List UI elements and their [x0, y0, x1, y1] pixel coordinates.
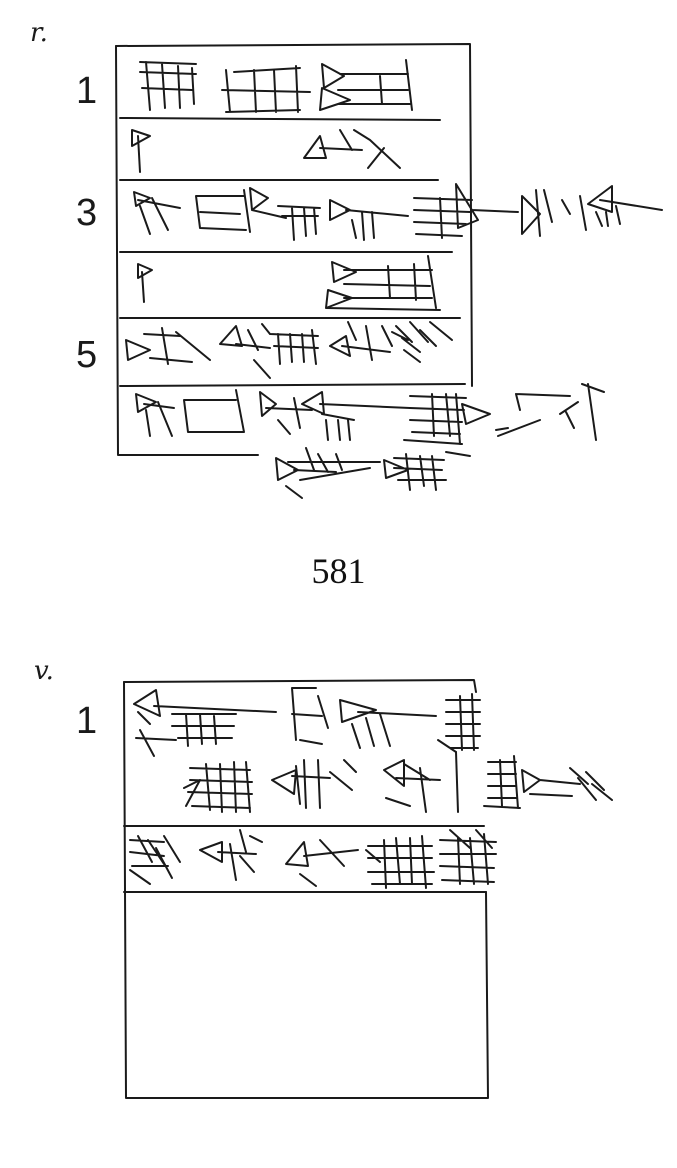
- obverse-line-5-signs: [125, 321, 453, 379]
- obverse-label: r.: [30, 18, 48, 48]
- obverse-line-number-3: 3: [76, 192, 98, 234]
- obverse-line-3-signs: [133, 183, 663, 241]
- reverse-line-1-signs-b: [183, 751, 613, 813]
- obverse-line-number-1: 1: [76, 70, 98, 112]
- reverse-line-number-1: 1: [76, 700, 98, 742]
- obverse-line-1-signs: [139, 59, 413, 113]
- reverse-line-1-signs-a: [133, 687, 481, 757]
- obverse-line-number-5: 5: [76, 334, 98, 376]
- catalog-number: 581: [311, 551, 366, 591]
- obverse-line-2-signs: [131, 129, 401, 173]
- reverse-label: v.: [34, 656, 54, 686]
- reverse-line-2-signs: [129, 829, 497, 889]
- obverse-line-4-signs: [137, 255, 441, 311]
- obverse-line-6-signs: [135, 383, 605, 499]
